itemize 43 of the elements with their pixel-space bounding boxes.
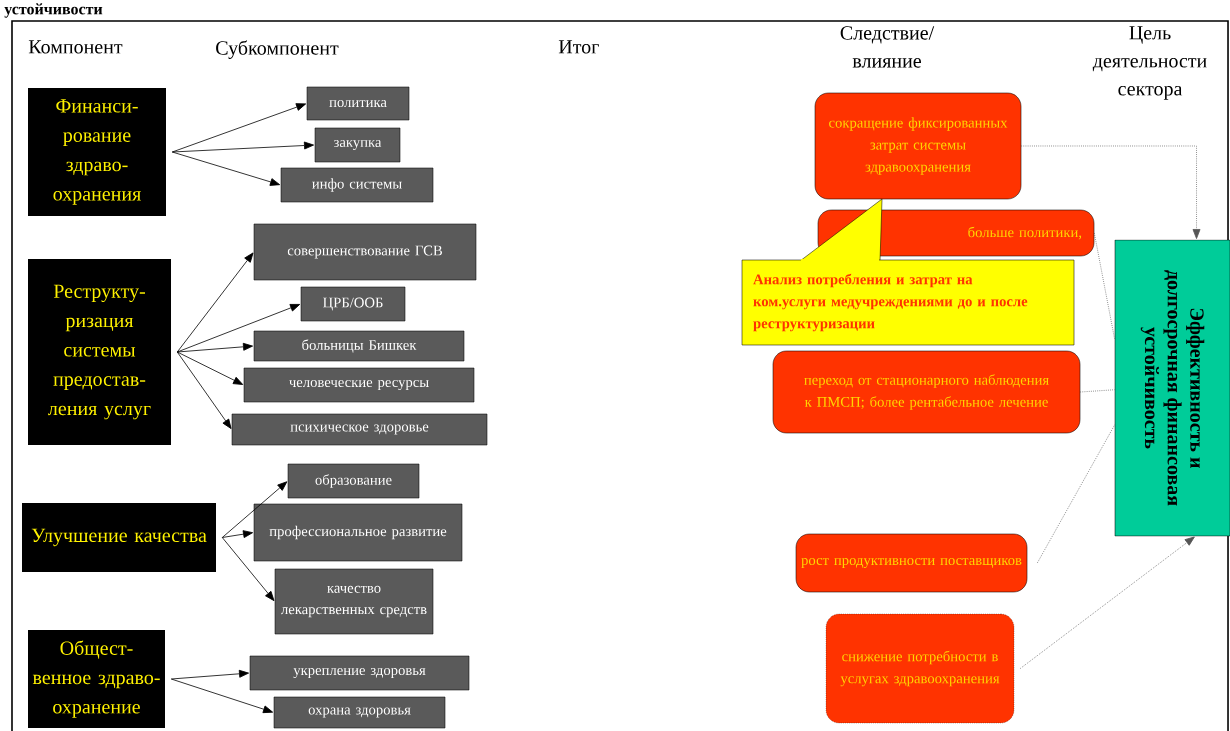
subcomponent-box: качество лекарственных средств (274, 568, 434, 635)
arrow (170, 669, 249, 680)
column-heading: Цель деятельности сектора (1092, 26, 1207, 100)
subcomponent-box: укрепление здоровья (249, 655, 470, 691)
subcomponent-box: политика (306, 86, 410, 121)
arrow (171, 141, 314, 153)
arrow (221, 537, 275, 602)
arrow (176, 252, 254, 353)
arrow (176, 351, 232, 429)
component-box: Реструкту- ризация системы предостав- ления услуг (28, 259, 171, 445)
component-box: Общест- венное здраво- охранение (28, 630, 165, 728)
column-heading: Субкомпонент (216, 40, 339, 59)
arrow (1020, 145, 1201, 239)
component-box: Финанси- рование здраво- охранения (28, 88, 166, 216)
subcomponent-box: совершенствование ГСВ (253, 223, 477, 281)
subcomponent-box: больницы Бишкек (253, 330, 465, 362)
arrow (176, 342, 253, 353)
subcomponent-box: психическое здоровье (231, 413, 488, 446)
column-heading: Следствие/ влияние (840, 26, 935, 68)
column-heading: Компонент (28, 40, 123, 54)
subcomponent-box: человеческие ресурсы (243, 367, 475, 403)
subcomponent-box: образование (287, 463, 420, 499)
effect-box: снижение потребности в услугах здравоохранения (825, 613, 1015, 724)
effect-box: переход от стационарного наблюдения к ПМСП; более рентабельное лечение (772, 350, 1081, 434)
arrow (170, 678, 274, 714)
title: устойчивости (4, 3, 103, 18)
arrow (1019, 536, 1195, 669)
column-heading: Итог (558, 40, 599, 54)
subcomponent-box: закупка (314, 127, 401, 163)
subcomponent-box: профессиональное развитие (253, 503, 463, 562)
arrow (221, 481, 288, 538)
arrow (171, 103, 307, 153)
subcomponent-box: инфо системы (280, 167, 434, 203)
goal-box: Эффективность и долгосрочная финансовая устойчивость (1114, 239, 1230, 537)
effect-box: рост продуктивности поставщиков (795, 533, 1028, 593)
arrow (221, 530, 253, 538)
component-box: Улучшение качества (22, 503, 216, 572)
arrow (171, 151, 281, 186)
arrow (176, 304, 301, 353)
subcomponent-box: ЦРБ/ООБ (300, 286, 406, 322)
arrow (176, 351, 244, 385)
subcomponent-box: охрана здоровья (273, 696, 446, 729)
effect-box: сокращение фиксированных затрат системы здравоохранения (814, 92, 1022, 200)
